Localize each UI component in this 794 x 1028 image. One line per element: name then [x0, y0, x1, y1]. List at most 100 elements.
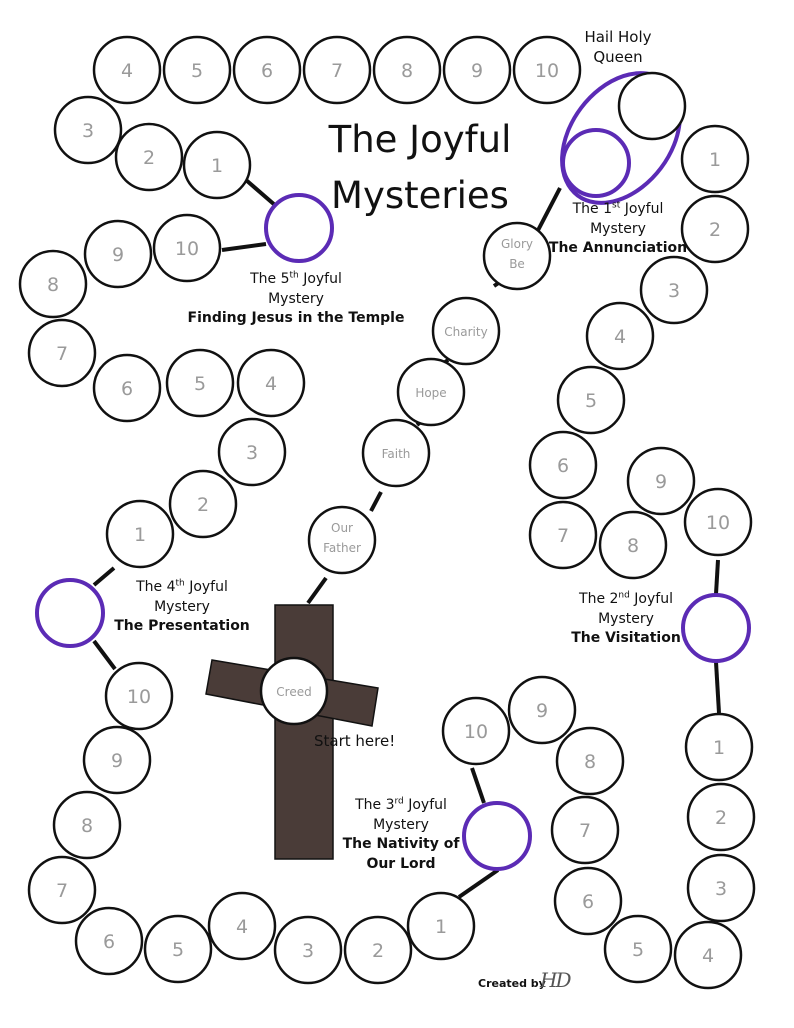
bead[interactable]: 2 — [168, 469, 238, 539]
bead-circle — [273, 915, 343, 985]
bead-circle — [686, 782, 756, 852]
mystery-bead-fifth[interactable] — [264, 193, 334, 263]
bead[interactable]: 8 — [598, 510, 668, 580]
mystery-bead-first[interactable] — [561, 128, 631, 198]
bead[interactable]: 9 — [82, 725, 152, 795]
bead-label: 6 — [557, 455, 569, 477]
bead-circle — [507, 675, 577, 745]
bead[interactable]: 1 — [680, 124, 750, 194]
bead-circle — [482, 221, 552, 291]
bead[interactable]: 6 — [553, 866, 623, 936]
bead[interactable]: 3 — [639, 255, 709, 325]
bead[interactable]: 5 — [165, 348, 235, 418]
bead[interactable]: 4 — [236, 348, 306, 418]
bead[interactable]: 7 — [27, 318, 97, 388]
bead[interactable]: 7 — [528, 500, 598, 570]
bead[interactable]: 9 — [83, 219, 153, 289]
bead-label: 7 — [579, 820, 591, 842]
bead-label: 3 — [246, 442, 258, 464]
bead-circle — [617, 71, 687, 141]
mystery-bead-fourth[interactable] — [35, 578, 105, 648]
bead[interactable]: 2 — [686, 782, 756, 852]
bead[interactable]: 5 — [556, 365, 626, 435]
bead[interactable]: 3 — [53, 95, 123, 165]
bead-label: 2 — [372, 940, 384, 962]
bead[interactable]: 10 — [441, 696, 511, 766]
bead[interactable]: 5 — [162, 35, 232, 105]
bead[interactable]: 3 — [273, 915, 343, 985]
bead[interactable]: 10 — [683, 487, 753, 557]
bead[interactable]: Hope — [396, 357, 466, 427]
bead[interactable]: 2 — [680, 194, 750, 264]
bead[interactable]: 8 — [18, 249, 88, 319]
bead-circle — [603, 914, 673, 984]
mystery-2-label: The 2nd Joyful Mystery The Visitation — [571, 590, 681, 646]
bead[interactable]: 8 — [555, 726, 625, 796]
bead[interactable]: 10 — [152, 213, 222, 283]
bead[interactable]: 7 — [302, 35, 372, 105]
bead-circle — [259, 656, 329, 726]
bead-label: 3 — [715, 878, 727, 900]
bead[interactable]: 9 — [626, 446, 696, 516]
bead-label: 4 — [236, 916, 248, 938]
bead[interactable]: 9 — [442, 35, 512, 105]
bead[interactable]: Faith — [361, 418, 431, 488]
bead-circle — [143, 914, 213, 984]
bead[interactable]: 3 — [217, 417, 287, 487]
mystery-1-label: The 1st Joyful Mystery The Annunciation — [548, 200, 688, 256]
bead-label: 8 — [81, 815, 93, 837]
bead[interactable]: 6 — [528, 430, 598, 500]
bead-label: 9 — [655, 471, 667, 493]
bead[interactable]: 1 — [105, 499, 175, 569]
bead-label: 7 — [56, 343, 68, 365]
bead[interactable]: 6 — [74, 906, 144, 976]
bead[interactable]: 2 — [114, 122, 184, 192]
bead-circle — [18, 249, 88, 319]
bead[interactable]: 8 — [52, 790, 122, 860]
bead[interactable]: 9 — [507, 675, 577, 745]
bead-circle — [680, 194, 750, 264]
bead[interactable]: Charity — [431, 296, 501, 366]
bead[interactable]: 7 — [550, 795, 620, 865]
bead[interactable]: 3 — [686, 853, 756, 923]
bead[interactable]: 2 — [343, 915, 413, 985]
bead[interactable]: 10 — [104, 661, 174, 731]
bead-label: 7 — [557, 525, 569, 547]
bead[interactable]: 1 — [406, 891, 476, 961]
bead[interactable]: 1 — [684, 712, 754, 782]
bead-circle — [307, 505, 377, 575]
bead[interactable]: 1 — [182, 130, 252, 200]
bead[interactable]: 4 — [207, 891, 277, 961]
bead-circle — [74, 906, 144, 976]
bead-label: Glory — [501, 237, 533, 251]
bead-label: 1 — [134, 524, 146, 546]
bead[interactable] — [617, 71, 687, 141]
bead-circle — [104, 661, 174, 731]
bead-label: 5 — [172, 939, 184, 961]
bead[interactable]: 5 — [143, 914, 213, 984]
bead[interactable]: 4 — [92, 35, 162, 105]
bead-label: Father — [323, 541, 361, 555]
bead[interactable]: 5 — [603, 914, 673, 984]
bead-circle — [680, 124, 750, 194]
hail-holy-queen-label: Hail Holy Queen — [584, 28, 652, 66]
bead-label: 10 — [535, 60, 559, 82]
bead-circle — [396, 357, 466, 427]
bead[interactable]: 8 — [372, 35, 442, 105]
bead-circle — [27, 855, 97, 925]
bead[interactable]: 6 — [92, 353, 162, 423]
mystery-bead-third[interactable] — [462, 801, 532, 871]
bead[interactable]: Creed — [259, 656, 329, 726]
bead[interactable]: 10 — [512, 35, 582, 105]
bead-circle — [550, 795, 620, 865]
bead-circle — [686, 853, 756, 923]
bead[interactable]: 4 — [673, 920, 743, 990]
mystery-bead-second[interactable] — [681, 593, 751, 663]
bead[interactable]: 4 — [585, 301, 655, 371]
bead[interactable]: 7 — [27, 855, 97, 925]
cross-icon[interactable] — [205, 604, 379, 860]
bead[interactable]: 6 — [232, 35, 302, 105]
